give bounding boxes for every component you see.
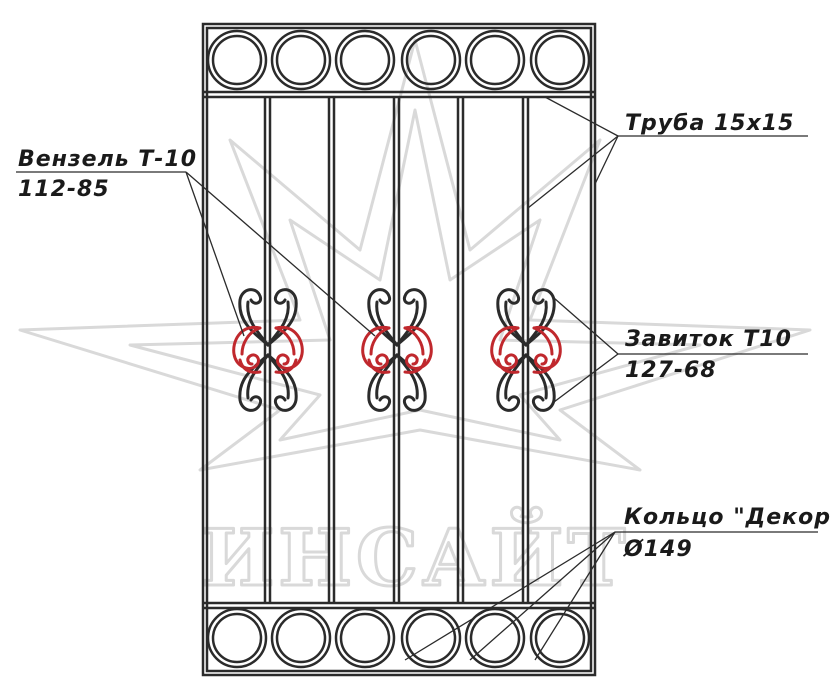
ring-icon (270, 29, 332, 91)
ring-icon (464, 29, 526, 91)
leader-monogram (185, 171, 245, 337)
ring-icon (400, 29, 462, 91)
leader-ring (404, 531, 616, 661)
leader-scroll (553, 297, 619, 355)
leader-tube (544, 96, 619, 137)
leader-tube (594, 135, 619, 185)
ring-icon (270, 607, 332, 669)
ring-icon (529, 607, 591, 669)
ring-icon (206, 607, 268, 669)
scroll-ornament-icon (361, 288, 433, 412)
ring-icon (334, 29, 396, 91)
scroll-ornament-icon (232, 288, 304, 412)
frame-outer (201, 22, 597, 677)
leader-ring (534, 531, 616, 661)
frame-inner (205, 26, 593, 673)
label-ring-size: Ø149 (622, 537, 693, 562)
label-tube-name: Труба 15х15 (625, 111, 794, 136)
label-monogram-code: 112-85 (18, 177, 110, 202)
ring-icon (400, 607, 462, 669)
label-ring-name: Кольцо "Декор" (624, 505, 831, 530)
callout-labels: Вензель Т-10 112-85 Труба 15х15 Завиток … (18, 111, 831, 562)
leader-tube (527, 135, 619, 209)
label-monogram-name: Вензель Т-10 (18, 147, 197, 172)
leader-ring (469, 531, 616, 661)
rings-bottom (206, 607, 591, 669)
label-scroll-code: 127-68 (625, 358, 717, 383)
leader-scroll (553, 353, 619, 403)
watermark-star (18, 38, 812, 472)
leader-lines (16, 96, 818, 661)
rings-top (206, 29, 591, 91)
label-scroll-name: Завиток Т10 (624, 327, 792, 352)
vertical-bars (263, 97, 530, 603)
ring-icon (206, 29, 268, 91)
leader-monogram (185, 171, 376, 337)
ring-icon (334, 607, 396, 669)
ring-icon (529, 29, 591, 91)
ring-icon (464, 607, 526, 669)
